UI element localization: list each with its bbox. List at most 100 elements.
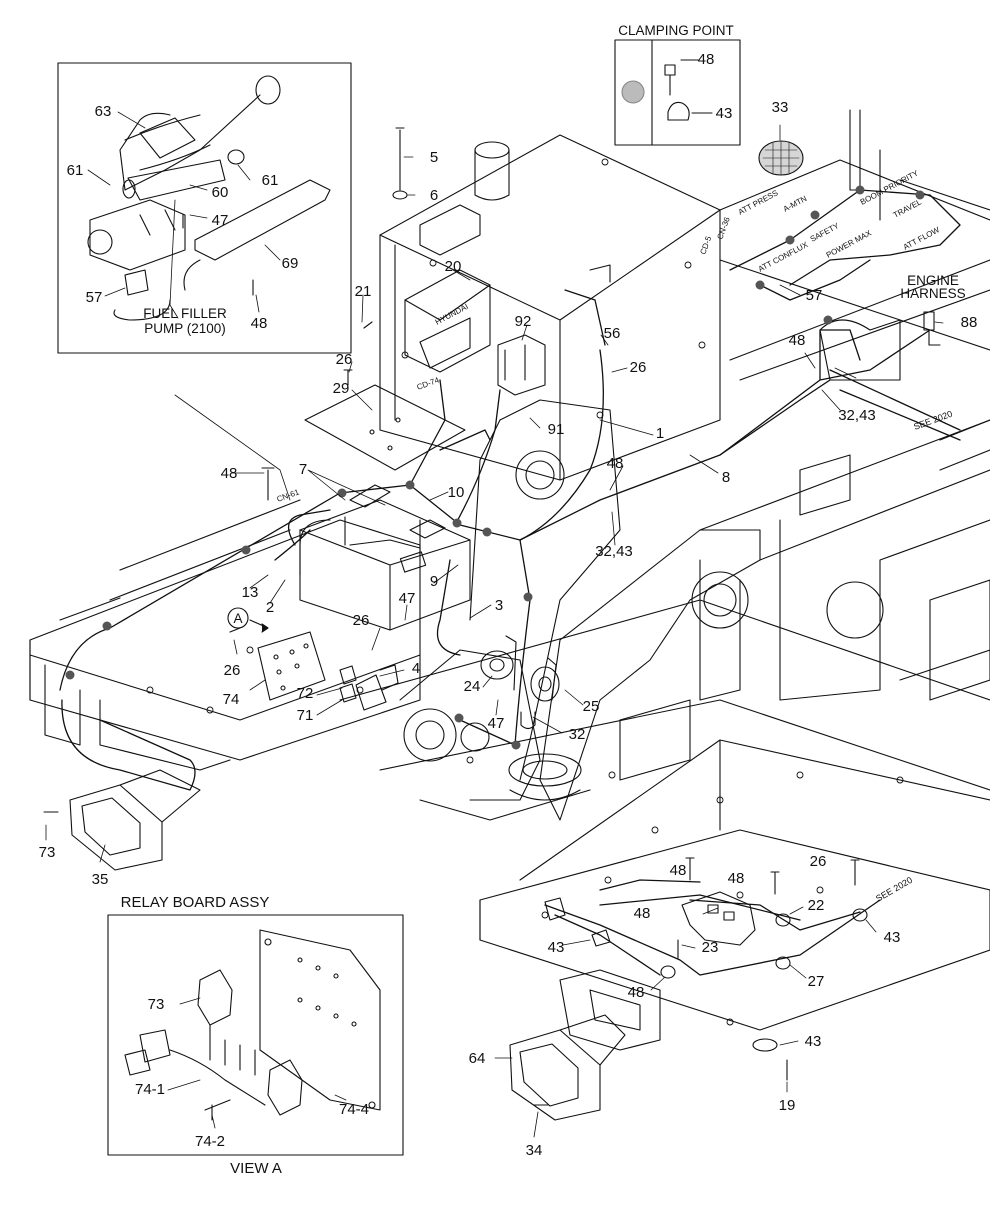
part-callout: 2 — [266, 599, 274, 616]
connector-tag: ATT FLOW — [902, 225, 942, 252]
view-a-title: VIEW A — [230, 1160, 282, 1177]
connector-tag: A-MTN — [782, 194, 809, 214]
part-callout: 26 — [224, 662, 241, 679]
part-callout: 69 — [282, 255, 299, 272]
part-callout: 48 — [221, 465, 238, 482]
relay-plate — [257, 631, 399, 711]
part-callout: 9 — [430, 573, 438, 590]
part-callout: 23 — [702, 939, 719, 956]
part-callout: 6 — [430, 187, 438, 204]
relay-board-inset — [107, 914, 404, 1156]
part-callout: 29 — [333, 380, 350, 397]
part-callout: 26 — [353, 612, 370, 629]
part-callout: 72 — [297, 685, 314, 702]
part-callout: 74-4 — [339, 1101, 369, 1118]
connector-tag: CD-74 — [416, 375, 441, 392]
part-callout: 27 — [808, 973, 825, 990]
part-callout: 48 — [789, 332, 806, 349]
clamping-point-inset — [614, 39, 741, 146]
connector-tag: ATT PRESS — [737, 188, 780, 216]
part-callout: 33 — [772, 99, 789, 116]
part-callout: 74 — [223, 691, 240, 708]
part-callout: 24 — [464, 678, 481, 695]
part-callout: 43 — [548, 939, 565, 956]
connector-tag: CD-5 — [698, 235, 713, 256]
part-callout: 13 — [242, 584, 259, 601]
part-callout: 48 — [628, 984, 645, 1001]
part-callout: 48 — [728, 870, 745, 887]
part-callout: 21 — [355, 283, 372, 300]
part-callout: 47 — [488, 715, 505, 732]
connector-tag: ATT CONFLUX — [757, 240, 810, 274]
leader-lines — [45, 111, 944, 1138]
part-callout: 47 — [212, 212, 229, 229]
part-callout: 88 — [961, 314, 978, 331]
part-callout: 61 — [262, 172, 279, 189]
part-callout: 48 — [634, 905, 651, 922]
part-callout: 3 — [495, 597, 503, 614]
fuel-filler-title-1: FUEL FILLER — [143, 306, 227, 321]
part-callout: 48 — [670, 862, 687, 879]
part-callout: 73 — [39, 844, 56, 861]
part-callout: 5 — [430, 149, 438, 166]
part-callout: 8 — [722, 469, 730, 486]
part-callout: 26 — [810, 853, 827, 870]
part-callout: 4 — [412, 660, 420, 677]
part-callout: 60 — [212, 184, 229, 201]
part-callout: 73 — [148, 996, 165, 1013]
part-callout: 43 — [884, 929, 901, 946]
part-callout: 48 — [251, 315, 268, 332]
part-callout: 34 — [526, 1142, 543, 1159]
horn-assembly — [480, 635, 560, 730]
part-callout: 32 — [569, 726, 586, 743]
relay-board-title: RELAY BOARD ASSY — [121, 894, 270, 911]
part-callout: 48 — [698, 51, 715, 68]
connector-tag: CN-36 — [715, 215, 732, 240]
bolts — [43, 127, 860, 1106]
fuel-filler-title-2: PUMP (2100) — [144, 321, 226, 336]
part-callout: 19 — [779, 1097, 796, 1114]
part-callout: 26 — [630, 359, 647, 376]
controller-brand: HYUNDAI — [434, 302, 470, 327]
part-callout: 10 — [448, 484, 465, 501]
part-callout: 48 — [607, 455, 624, 472]
part-callout: 64 — [469, 1050, 486, 1067]
engine-harness-connector — [923, 311, 941, 346]
part-callout: 35 — [92, 871, 109, 888]
lower-components — [544, 891, 868, 1081]
part-callout: 71 — [297, 707, 314, 724]
part-callout: 32,43 — [838, 407, 876, 424]
part-callout: 43 — [805, 1033, 822, 1050]
part-callout: 57 — [806, 287, 823, 304]
part-callout: 92 — [515, 313, 532, 330]
part-callout: 61 — [67, 162, 84, 179]
part-callout: 32,43 — [595, 543, 633, 560]
part-callout: 56 — [604, 325, 621, 342]
see-note-lower: SEE 2020 — [874, 875, 914, 904]
battery-assembly — [299, 269, 546, 631]
part-callout: 20 — [445, 258, 462, 275]
frame-holes — [146, 158, 904, 1026]
part-callout: 63 — [95, 103, 112, 120]
harness-clamps — [65, 185, 925, 750]
part-callout: 26 — [336, 351, 353, 368]
work-lamp-34 — [509, 1014, 626, 1121]
upper-frame-structure — [29, 109, 990, 1051]
connector-tag: SAFETY — [809, 221, 841, 244]
part-callout: 91 — [548, 421, 565, 438]
part-callout: 57 — [86, 289, 103, 306]
engine-harness-title-2: HARNESS — [900, 286, 965, 301]
work-lamp-35 — [69, 769, 201, 871]
part-callouts: 63 61 60 61 47 69 57 48 5 6 20 21 92 56 … — [39, 51, 978, 1159]
fuel-filler-inset — [57, 62, 352, 354]
part-callout: 43 — [716, 105, 733, 122]
part-callout: 74-2 — [195, 1133, 225, 1150]
part-callout: 7 — [299, 461, 307, 478]
view-a-letter: A — [233, 611, 242, 626]
part-callout: 47 — [399, 590, 416, 607]
part-callout: 1 — [656, 425, 664, 442]
part-callout: 74-1 — [135, 1081, 165, 1098]
part-callout: 25 — [583, 698, 600, 715]
connector-tag: TRAVEL — [892, 197, 924, 220]
